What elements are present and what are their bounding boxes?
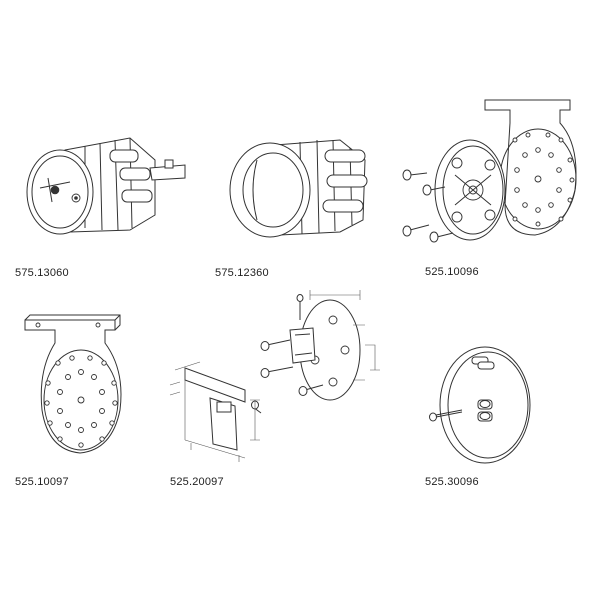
part-525-10097-drawing (24, 314, 122, 454)
part-code-label: 575.13060 (15, 267, 69, 279)
part-525-20097: 525.20097 (165, 290, 395, 500)
part-525-10096-drawing (402, 99, 577, 243)
part-code-label: 525.30096 (425, 476, 479, 488)
part-525-30096-drawing (429, 346, 531, 464)
screw-set (402, 169, 454, 243)
part-525-10096: 525.10096 (395, 95, 595, 290)
bracket-hole-pattern (44, 355, 118, 448)
part-525-10097: 525.10097 (15, 314, 190, 500)
part-525-30096: 525.30096 (420, 335, 590, 500)
part-code-label: 525.10097 (15, 476, 69, 488)
part-575-12360: 575.12360 (205, 120, 395, 290)
part-525-20097-drawing (169, 290, 380, 462)
part-code-label: 525.20097 (170, 476, 224, 488)
bracket-hole-pattern (512, 132, 575, 227)
part-575-12360-drawing (229, 139, 368, 238)
part-575-13060: 575.13060 (10, 120, 200, 290)
part-code-label: 575.12360 (215, 267, 269, 279)
part-code-label: 525.10096 (425, 266, 479, 278)
part-575-13060-drawing (26, 137, 186, 235)
screw (429, 409, 463, 422)
